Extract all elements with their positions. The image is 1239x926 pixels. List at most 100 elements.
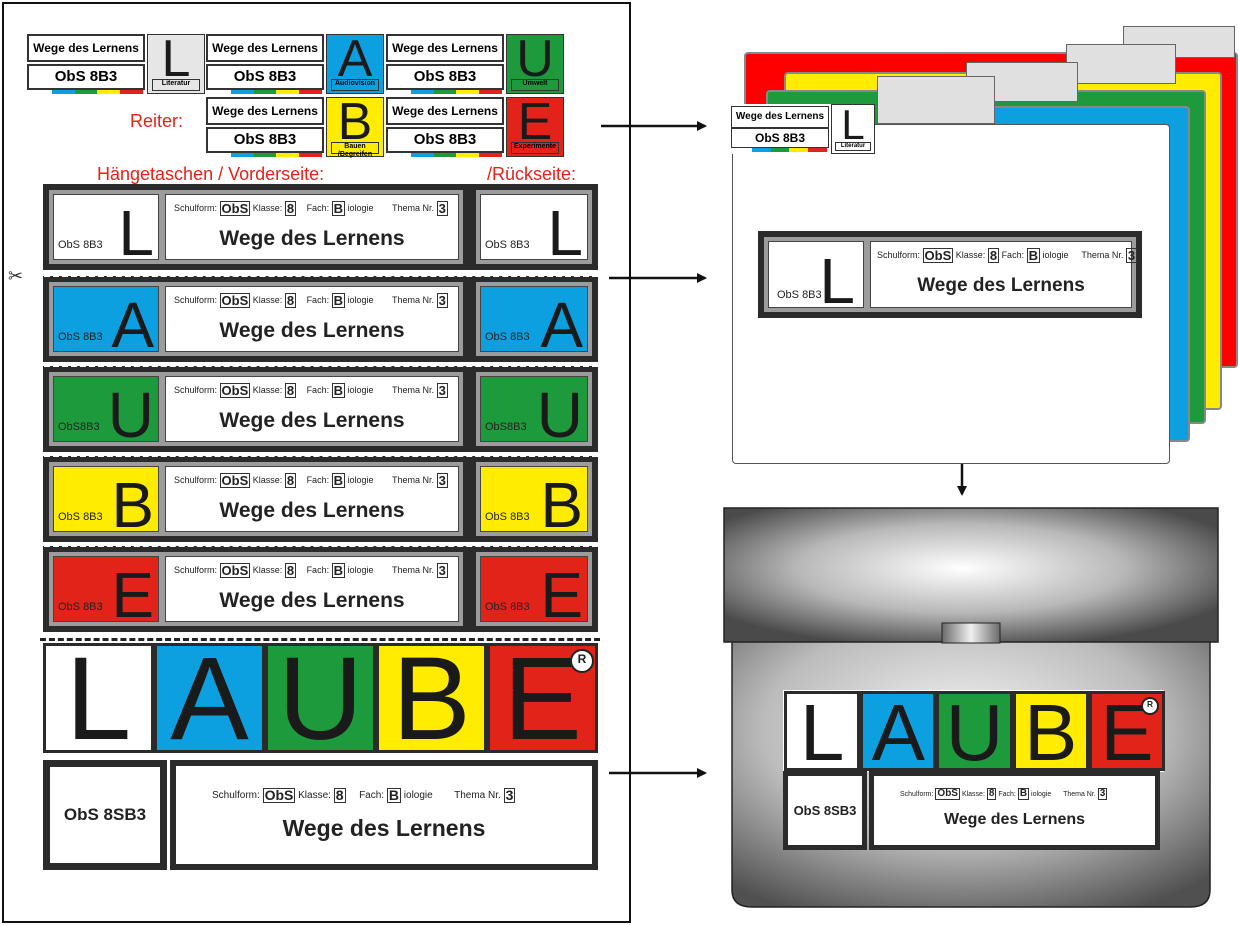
pocket-headline: Wege des Lernens [219, 409, 405, 432]
pocket-code: ObS 8B3 [485, 239, 530, 251]
fach-label: Fach: [359, 790, 385, 802]
klasse-value: 8 [284, 383, 297, 398]
box-side-label-frame: Schulform: ObS Klasse: 8 Fach: B iologie… [869, 771, 1160, 850]
fach-rest: iologie [1031, 790, 1052, 798]
pocket-letter: B [540, 469, 583, 541]
box-label-frame: Schulform: ObS Klasse: 8 Fach: B iologie… [170, 760, 598, 870]
laube-letter: L [799, 691, 845, 771]
box-code: ObS 8SB3 [50, 767, 160, 863]
laube-letter-l: L [43, 643, 154, 753]
klasse-value: 8 [333, 787, 346, 803]
thema-value: 3 [436, 293, 448, 308]
klasse-value: 8 [284, 293, 297, 308]
klasse-label: Klasse: [252, 474, 283, 485]
schulform-value: ObS [219, 293, 251, 308]
pocket-letter: U [107, 379, 154, 451]
reiter-tab-title: Wege des Lernens [206, 97, 324, 125]
folder-tab-letter: L [841, 101, 865, 148]
cut-line [44, 454, 598, 457]
klasse-label: Klasse: [252, 564, 283, 575]
reiter-tab-caption: Umwelt [511, 79, 559, 91]
schulform-label: Schulform: [174, 202, 218, 213]
pocket-code: ObS 8B3 [485, 511, 530, 523]
folder-pocket-letter: L [819, 245, 855, 317]
fach-rest: iologie [347, 564, 374, 575]
reiter-tab-title: Wege des Lernens [206, 34, 324, 62]
laube-letter-a: A [154, 643, 265, 753]
box-label-meta: Schulform: ObS Klasse: 8 Fach: B iologie… [212, 788, 588, 804]
pocket-code: ObS 8B3 [485, 331, 530, 343]
thema-value: 3 [436, 563, 448, 578]
klasse-label: Klasse: [252, 202, 283, 213]
schulform-label: Schulform: [174, 384, 218, 395]
klasse-value: 8 [284, 201, 297, 216]
folder-blue-tab [877, 76, 995, 124]
fach-rest: iologie [347, 294, 374, 305]
box-side-meta: Schulform: ObS Klasse: 8 Fach: B iologie… [900, 788, 1151, 804]
pocket-code: ObS 8B3 [485, 601, 530, 613]
fach-label: Fach: [306, 564, 330, 575]
reiter-tab-letter: L [161, 30, 191, 88]
reiter-tab-stripe [208, 90, 322, 94]
pocket-letter: L [547, 197, 583, 269]
laube-letter: A [871, 691, 925, 771]
box-side-code-frame: ObS 8SB3 [783, 771, 867, 850]
box-lid [723, 507, 1219, 643]
reiter-tab-caption: Bauen /Begreifen [331, 142, 379, 158]
fach-rest: iologie [347, 474, 374, 485]
pocket-letter: E [111, 559, 154, 631]
thema-label: Thema Nr. [392, 294, 435, 305]
folder-pocket-code: ObS 8B3 [777, 289, 822, 301]
thema-label: Thema Nr. [1081, 249, 1124, 260]
fach-label: Fach: [998, 790, 1016, 798]
thema-value: 3 [436, 201, 448, 216]
folder-tab-title: Wege des Lernens [731, 106, 829, 128]
thema-label: Thema Nr. [1063, 790, 1096, 798]
cut-line [40, 638, 600, 641]
back-heading: /Rückseite: [487, 164, 577, 184]
folder-pocket-inner: ObS 8B3 L Schulform: ObS Klasse: 8 Fach:… [764, 237, 1138, 317]
schulform-label: Schulform: [900, 790, 934, 798]
schulform-label: Schulform: [174, 564, 218, 575]
registered-mark: R [1141, 697, 1159, 715]
laube-letter: B [392, 643, 471, 753]
thema-value: 3 [436, 383, 448, 398]
schulform-label: Schulform: [212, 790, 260, 802]
thema-value: 3 [1097, 788, 1108, 800]
registered-mark: R [570, 649, 594, 673]
laube-letter: U [277, 643, 364, 753]
schulform-value: ObS [219, 383, 251, 398]
schulform-value: ObS [219, 563, 251, 578]
pocket-headline: Wege des Lernens [219, 319, 405, 342]
klasse-value: 8 [284, 473, 297, 488]
laube-letter-b: B [376, 643, 487, 753]
schulform-value: ObS [262, 787, 296, 803]
schulform-value: ObS [935, 788, 960, 800]
reiter-tab-caption: Audiovision [331, 79, 379, 91]
pocket-letter: U [536, 379, 583, 451]
schulform-label: Schulform: [174, 294, 218, 305]
fach-label: Fach: [306, 474, 330, 485]
klasse-label: Klasse: [252, 294, 283, 305]
pocket-meta: Schulform: ObS Klasse: 8 Fach: B iologie… [174, 473, 454, 489]
pocket-code: ObS 8B3 [58, 601, 103, 613]
pocket-headline: Wege des Lernens [219, 589, 405, 612]
klasse-value: 8 [987, 248, 1000, 263]
box-label: Schulform: ObS Klasse: 8 Fach: B iologie… [176, 766, 592, 864]
fach-value: B [1017, 788, 1030, 800]
